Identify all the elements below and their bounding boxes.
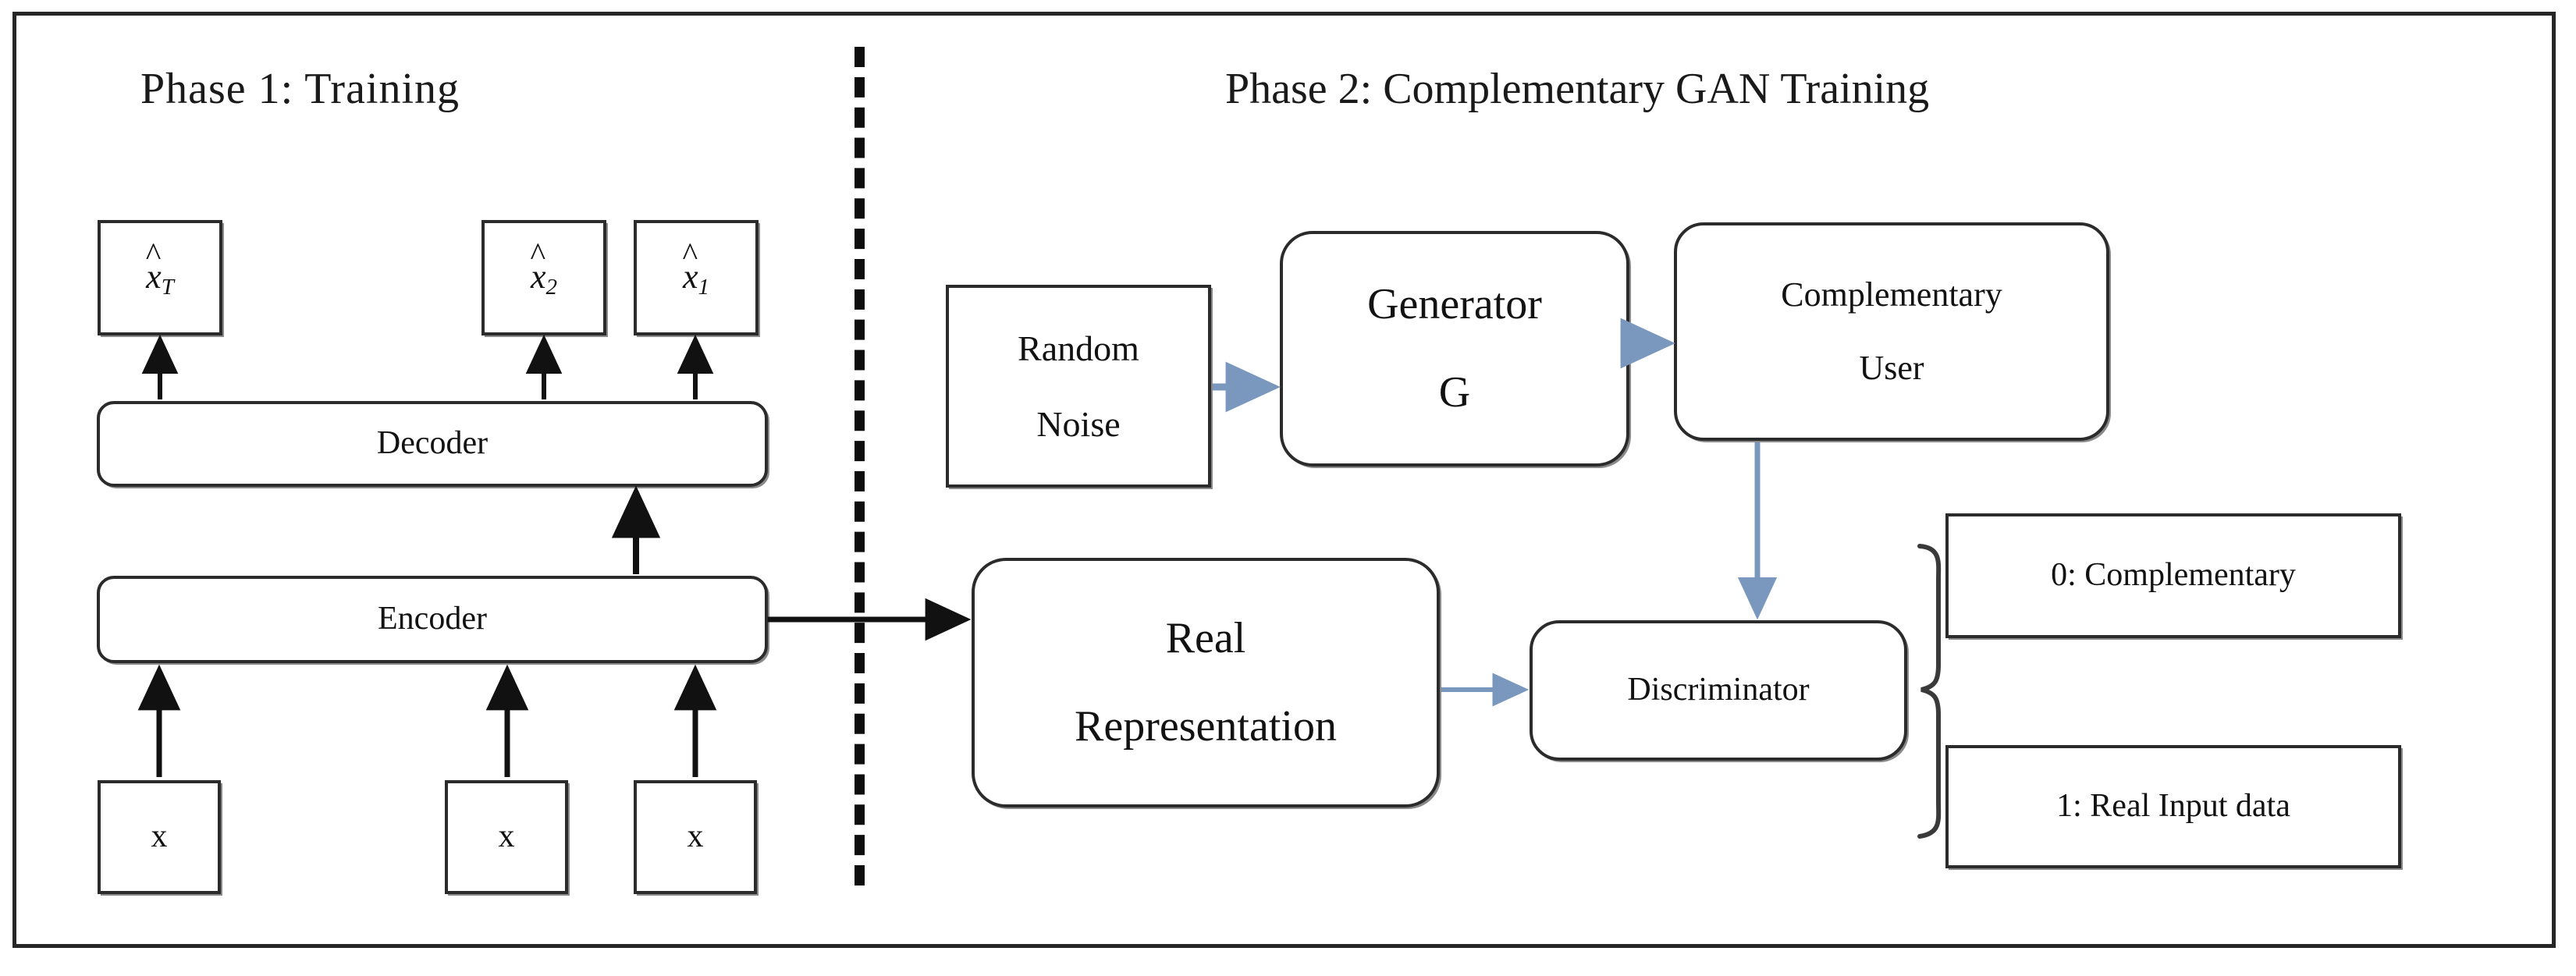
phase-divider-dashed-line [855,47,865,885]
random-noise-box: Random Noise [946,285,1211,488]
x-input-box-1: x [98,780,221,894]
x-hat-T-label: xT [146,250,174,305]
generator-label-line1: Generator [1367,280,1542,329]
complementary-user-label-line2: User [1859,349,1924,387]
discriminator-box: Discriminator [1530,620,1907,761]
real-representation-label-line1: Real [1165,614,1246,663]
generator-box: Generator G [1280,231,1629,467]
x-input-box-3: x [634,780,757,894]
x-input-box-2: x [445,780,568,894]
random-noise-label-line2: Noise [1036,404,1121,444]
x-hat-1-box: x1 [634,220,759,335]
output-complementary-box: 0: Complementary [1945,513,2401,638]
generator-label-line2: G [1438,368,1471,417]
hat-accent-icon: x [531,250,546,303]
hat-accent-icon: x [146,250,162,303]
x-hat-1-label: x1 [683,250,709,305]
x-hat-2-label: x2 [531,250,557,305]
random-noise-label-line1: Random [1018,328,1139,368]
x-hat-T-box: xT [98,220,222,335]
x-hat-2-box: x2 [481,220,606,335]
decoder-box: Decoder [97,401,768,487]
phase-2-title: Phase 2: Complementary GAN Training [1225,65,1930,113]
hat-accent-icon: x [683,250,698,303]
phase-1-title: Phase 1: Training [140,65,460,113]
complementary-user-label-line1: Complementary [1781,275,2002,314]
real-representation-label-line2: Representation [1075,702,1337,751]
real-representation-box: Real Representation [972,558,1440,807]
encoder-box: Encoder [97,576,768,663]
output-real-input-box: 1: Real Input data [1945,745,2401,868]
complementary-user-box: Complementary User [1674,222,2109,441]
